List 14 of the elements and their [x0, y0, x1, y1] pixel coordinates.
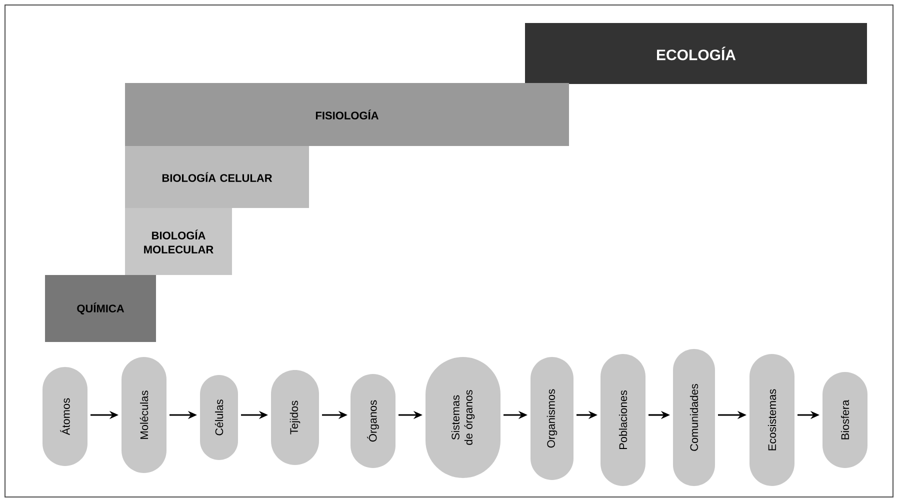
discipline-band: FISIOLOGÍA: [125, 83, 569, 146]
level-pill: Ecosistemas: [750, 354, 794, 486]
level-pill: Órganos: [350, 374, 396, 468]
level-pill: Comunidades: [673, 349, 715, 486]
level-pill: Sistemas de órganos: [426, 357, 500, 478]
discipline-band: QUÍMICA: [45, 275, 156, 342]
level-pill: Poblaciones: [600, 354, 646, 486]
level-pill: Moléculas: [122, 357, 166, 473]
level-pill: Tejidos: [271, 370, 319, 465]
discipline-band: BIOLOGÍA MOLECULAR: [125, 208, 232, 275]
level-pill: Organismos: [530, 357, 574, 480]
discipline-band: ECOLOGÍA: [525, 23, 867, 84]
discipline-band: BIOLOGÍA CELULAR: [125, 146, 309, 208]
level-pill: Biosfera: [822, 372, 868, 468]
